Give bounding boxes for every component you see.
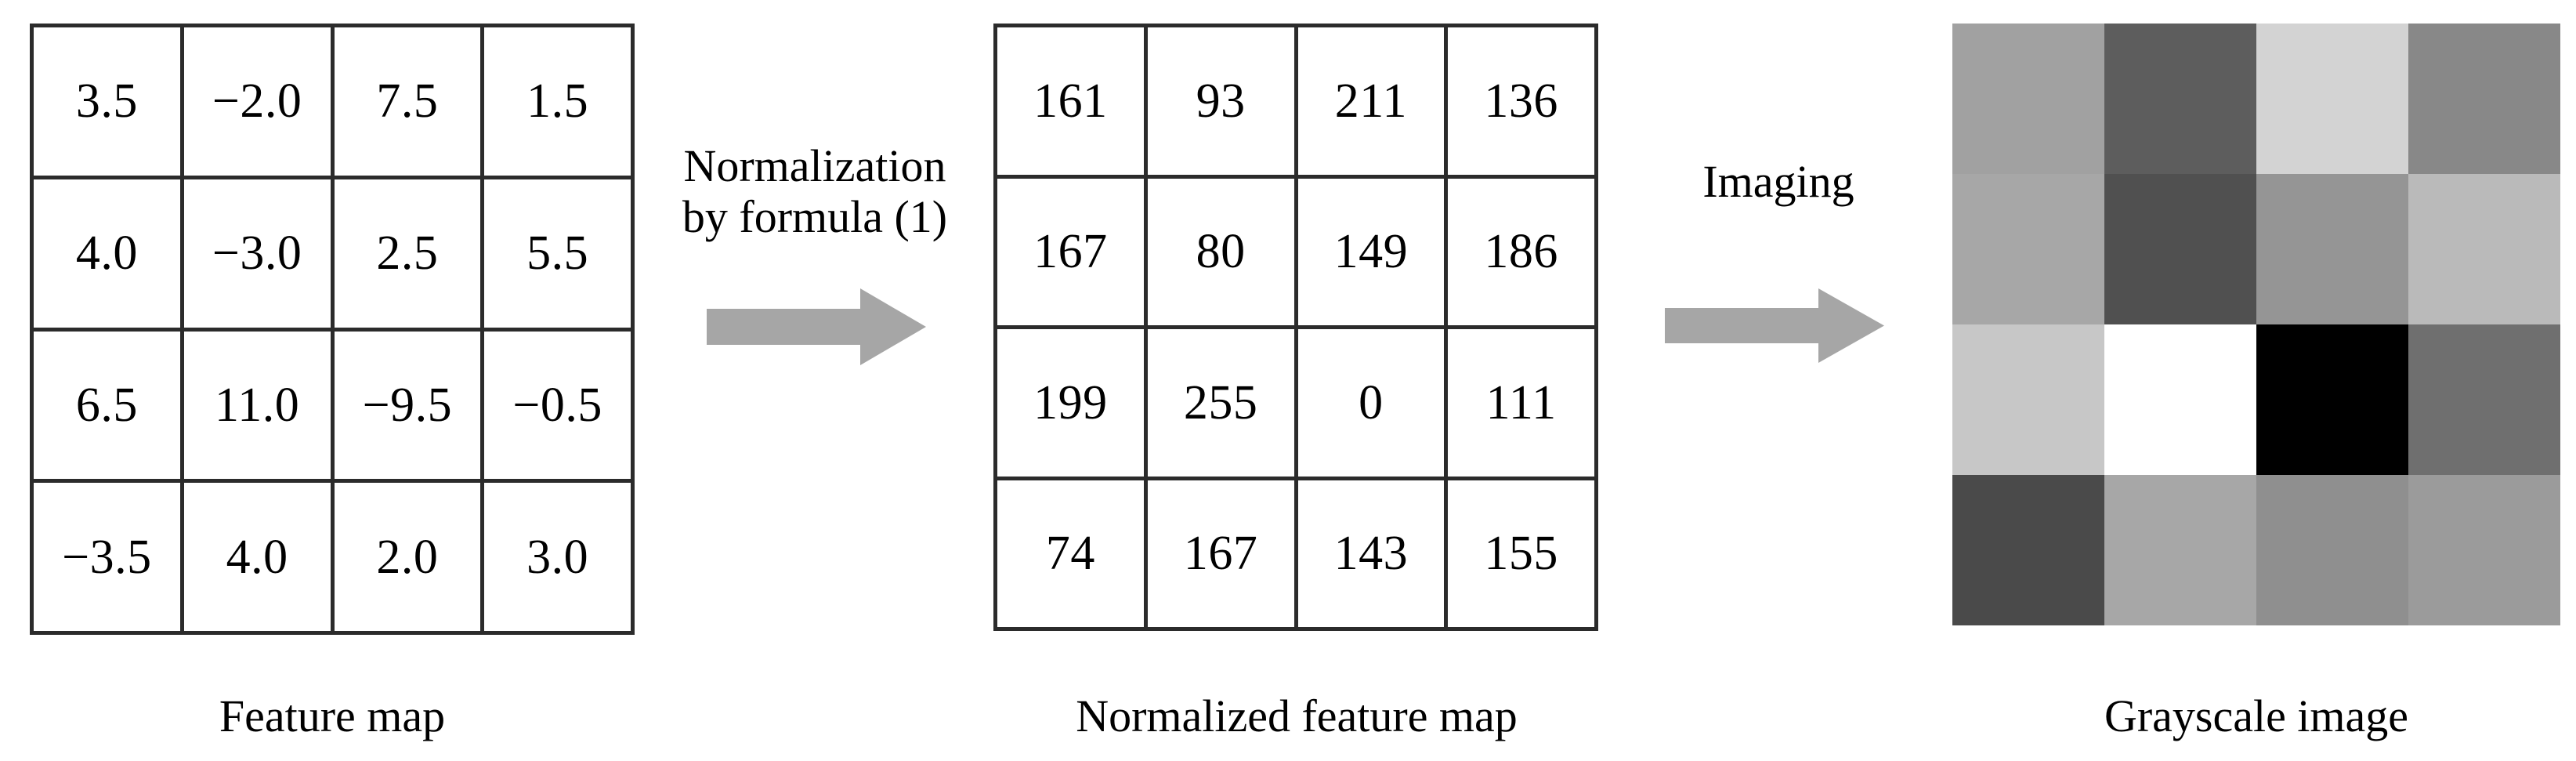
grayscale-pixel xyxy=(2256,24,2408,174)
grayscale-pixel xyxy=(1952,324,2104,475)
table-cell: 4.0 xyxy=(183,483,335,635)
grayscale-pixel xyxy=(1952,475,2104,625)
table-cell: 211 xyxy=(1297,27,1449,179)
table-cell: 1.5 xyxy=(484,27,635,179)
feature-map-grid: 3.5 −2.0 7.5 1.5 4.0 −3.0 2.5 5.5 6.5 11… xyxy=(30,24,635,635)
table-cell: 255 xyxy=(1147,329,1298,480)
table-cell: 136 xyxy=(1448,27,1598,179)
table-cell: 5.5 xyxy=(484,179,635,332)
table-cell: 3.5 xyxy=(34,27,184,179)
table-cell: 149 xyxy=(1297,178,1449,329)
grayscale-pixel xyxy=(1952,174,2104,324)
table-cell: 161 xyxy=(997,27,1148,179)
caption-grayscale-image: Grayscale image xyxy=(2104,690,2409,741)
table-cell: 186 xyxy=(1448,178,1598,329)
right-arrow-icon-svg xyxy=(707,288,926,365)
arrow-normalization-label: Normalization by formula (1) xyxy=(682,140,948,242)
grayscale-pixel xyxy=(2256,324,2408,475)
table-cell: 155 xyxy=(1448,480,1598,631)
table-cell: −3.0 xyxy=(183,179,335,332)
grayscale-pixel xyxy=(2256,475,2408,625)
arrow-imaging-label: Imaging xyxy=(1702,156,1854,207)
grayscale-pixel xyxy=(2104,475,2256,625)
table-cell: −3.5 xyxy=(34,483,184,635)
table-cell: −0.5 xyxy=(484,331,635,484)
table-cell: 167 xyxy=(997,178,1148,329)
table-cell: 6.5 xyxy=(34,331,184,484)
grayscale-pixel xyxy=(2104,24,2256,174)
grayscale-pixel xyxy=(2104,324,2256,475)
table-cell: −2.0 xyxy=(183,27,335,179)
table-cell: −9.5 xyxy=(334,331,485,484)
grayscale-pixel xyxy=(2408,24,2560,174)
table-cell: 4.0 xyxy=(34,179,184,332)
table-cell: 74 xyxy=(997,480,1148,631)
table-cell: 2.5 xyxy=(334,179,485,332)
grayscale-pixel xyxy=(2104,174,2256,324)
arrow-imaging: Imaging xyxy=(1614,156,1943,368)
table-cell: 199 xyxy=(997,329,1148,480)
table-cell: 111 xyxy=(1448,329,1598,480)
table-cell: 3.0 xyxy=(484,483,635,635)
right-arrow-icon-svg xyxy=(1665,288,1884,363)
table-cell: 0 xyxy=(1297,329,1449,480)
grayscale-pixel xyxy=(2256,174,2408,324)
table-cell: 93 xyxy=(1147,27,1298,179)
right-arrow-icon xyxy=(707,288,926,365)
caption-normalized-feature-map: Normalized feature map xyxy=(1076,690,1518,741)
grayscale-pixel xyxy=(2408,475,2560,625)
table-cell: 143 xyxy=(1297,480,1449,631)
table-cell: 2.0 xyxy=(334,483,485,635)
arrow-normalization: Normalization by formula (1) xyxy=(658,140,971,376)
grayscale-image-raster xyxy=(1952,24,2560,625)
grayscale-pixel xyxy=(2408,324,2560,475)
table-cell: 80 xyxy=(1147,178,1298,329)
normalized-feature-map-grid: 161 93 211 136 167 80 149 186 199 255 0 … xyxy=(993,24,1598,631)
caption-feature-map: Feature map xyxy=(219,690,446,741)
right-arrow-icon xyxy=(1665,288,1884,363)
table-cell: 167 xyxy=(1147,480,1298,631)
grayscale-pixel xyxy=(2408,174,2560,324)
grayscale-pixel xyxy=(1952,24,2104,174)
table-cell: 7.5 xyxy=(334,27,485,179)
table-cell: 11.0 xyxy=(183,331,335,484)
